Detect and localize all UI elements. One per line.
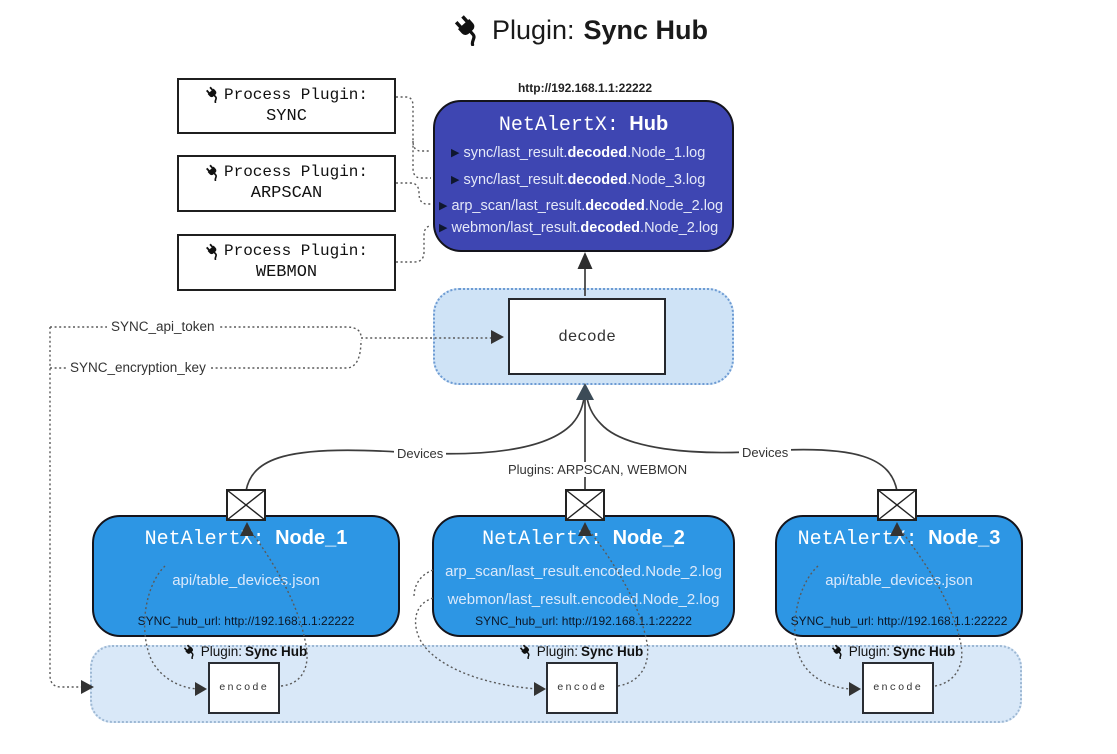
hub-file-pre: arp_scan/last_result. (451, 198, 586, 214)
arrowhead (576, 383, 594, 400)
edge-label-devices-right: Devices (739, 445, 792, 460)
hub-file-bold: decoded (580, 220, 641, 236)
process-plugin-box-arpscan: Process Plugin: ARPSCAN (177, 155, 396, 212)
arrowhead (577, 252, 593, 269)
node-title: NetAlertX: Node_1 (94, 527, 398, 551)
arrow-right-icon: ▶ (439, 200, 448, 212)
hub-title-prefix: NetAlertX: (498, 114, 619, 137)
process-plugin-name: ARPSCAN (250, 184, 323, 203)
node-box-node2: NetAlertX: Node_2 arp_scan/last_result.e… (432, 515, 735, 637)
process-plugin-name: WEBMON (255, 263, 318, 282)
node-title-prefix: NetAlertX: (144, 528, 265, 551)
node-title-prefix: NetAlertX: (797, 528, 918, 551)
plug-icon (205, 164, 222, 181)
page-title: Plugin: Sync Hub (22, 14, 1117, 46)
encoder-plugin-label: Plugin: Sync Hub (803, 644, 983, 659)
node-title-name: Node_1 (275, 527, 348, 549)
hub-title: NetAlertX: Hub (435, 113, 732, 137)
hub-file-post: .Node_2.log (644, 198, 724, 214)
node-box-node3: NetAlertX: Node_3 api/table_devices.json… (775, 515, 1023, 637)
plug-icon (205, 86, 222, 103)
encoder-plugin-prefix: Plugin: (200, 644, 242, 659)
encoder-plugin-label: Plugin: Sync Hub (491, 644, 671, 659)
hub-file-row: ▶webmon/last_result.decoded.Node_2.log (439, 217, 730, 239)
arrow-right-icon: ▶ (439, 222, 448, 234)
hub-file-post: .Node_2.log (640, 220, 719, 236)
sync-api-token-label: SYNC_api_token (107, 319, 219, 334)
plug-icon (205, 243, 222, 260)
encoder-plugin-name: Sync Hub (893, 644, 956, 659)
node-file: arp_scan/last_result.encoded.Node_2.log (445, 563, 722, 580)
arrow-right-icon: ▶ (451, 174, 460, 186)
node-files: api/table_devices.json (94, 567, 398, 595)
hub-file-row: ▶sync/last_result.decoded.Node_1.log (439, 142, 730, 164)
node-title: NetAlertX: Node_3 (777, 527, 1021, 551)
node-hub-url: SYNC_hub_url: http://192.168.1.1:22222 (137, 614, 355, 628)
plug-icon (519, 644, 534, 659)
encoder-plugin-label: Plugin: Sync Hub (155, 644, 335, 659)
hub-file-row: ▶arp_scan/last_result.decoded.Node_2.log (439, 195, 730, 217)
node-title-prefix: NetAlertX: (482, 528, 603, 551)
node-box-node1: NetAlertX: Node_1 api/table_devices.json… (92, 515, 400, 637)
hub-file-pre: sync/last_result. (463, 145, 568, 161)
arrow-right-icon: ▶ (451, 147, 460, 159)
edge-node2-stub (413, 569, 434, 598)
edge-sync-to-hub (396, 96, 431, 152)
hub-file-bold: decoded (567, 172, 628, 188)
process-plugin-box-sync: Process Plugin: SYNC (177, 78, 396, 134)
process-plugin-label: Process Plugin: (223, 85, 369, 104)
edge-secrets-to-encode-band (49, 327, 82, 688)
title-name: Sync Hub (583, 14, 709, 45)
process-plugin-box-webmon: Process Plugin: WEBMON (177, 234, 396, 291)
node-title-name: Node_2 (612, 527, 685, 549)
edge-webmon-to-hub (396, 225, 432, 263)
plug-icon (831, 644, 846, 659)
plug-icon (453, 14, 485, 46)
encoder-plugin-prefix: Plugin: (536, 644, 578, 659)
encoder-plugin-name: Sync Hub (245, 644, 308, 659)
hub-file-pre: sync/last_result. (463, 172, 568, 188)
hub-file-post: .Node_1.log (627, 145, 706, 161)
process-plugin-label: Process Plugin: (223, 163, 369, 181)
node-hub-url: SYNC_hub_url: http://192.168.1.1:22222 (790, 614, 1008, 628)
edge-sync-to-hub-2 (412, 141, 431, 179)
edge-label-devices-left: Devices (394, 446, 447, 461)
node-file: webmon/last_result.encoded.Node_2.log (447, 591, 720, 608)
hub-file-pre: webmon/last_result. (451, 220, 581, 236)
hub-file-bold: decoded (585, 198, 645, 214)
decode-box: decode (508, 298, 666, 375)
encode-box: encode (862, 662, 934, 714)
hub-file-post: .Node_3.log (627, 172, 706, 188)
process-plugin-label: Process Plugin: (223, 242, 369, 260)
node-file: api/table_devices.json (825, 572, 973, 589)
encoder-plugin-prefix: Plugin: (848, 644, 890, 659)
sync-encryption-key-label: SYNC_encryption_key (66, 360, 210, 375)
hub-box: NetAlertX: Hub ▶sync/last_result.decoded… (433, 100, 734, 252)
node-file: api/table_devices.json (172, 572, 320, 589)
node-hub-url: SYNC_hub_url: http://192.168.1.1:22222 (475, 614, 692, 628)
encoder-plugin-name: Sync Hub (581, 644, 644, 659)
hub-file-bold: decoded (567, 145, 628, 161)
edge-arpscan-to-hub (396, 182, 431, 205)
title-prefix: Plugin: (491, 14, 575, 45)
process-plugin-name: SYNC (266, 106, 307, 126)
hub-url-label: http://192.168.1.1:22222 (517, 81, 653, 95)
encode-box: encode (208, 662, 280, 714)
hub-title-name: Hub (629, 113, 669, 135)
encode-box: encode (546, 662, 618, 714)
node-files: arp_scan/last_result.encoded.Node_2.log … (434, 558, 733, 614)
hub-file-row: ▶sync/last_result.decoded.Node_3.log (439, 169, 730, 191)
node-title-name: Node_3 (928, 527, 1001, 549)
plug-icon (183, 644, 198, 659)
node-title: NetAlertX: Node_2 (434, 527, 733, 551)
edge-label-plugins-center: Plugins: ARPSCAN, WEBMON (505, 462, 691, 477)
node-files: api/table_devices.json (777, 567, 1021, 595)
